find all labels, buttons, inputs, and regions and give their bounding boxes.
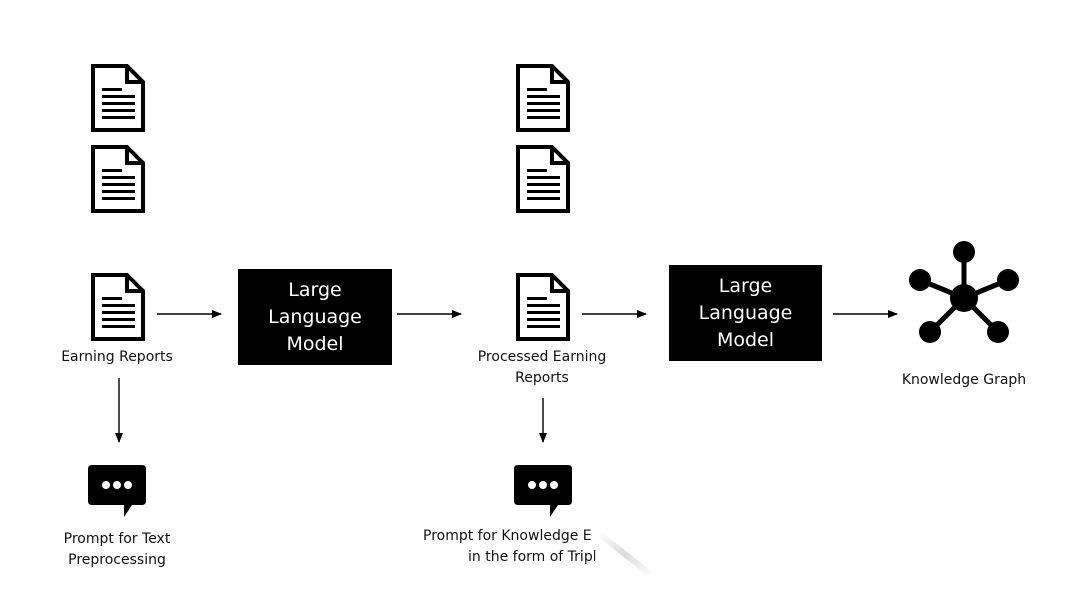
arrow-down-icon [115,378,123,443]
document-icon [516,145,570,213]
llm-label-line1: Large [288,278,342,301]
chat-bubble-icon [514,465,572,517]
large-language-model-box: Large Language Model [669,265,822,361]
processed-reports-line1: Processed Earning [477,349,607,365]
prompt-extraction-label: Prompt for Knowledge E in the form of Tr… [423,526,613,568]
prompt-preprocessing-line2: Preprocessing [68,552,166,568]
prompt-extraction-line2: in the form of Tripl [468,549,597,565]
knowledge-graph-icon [909,241,1019,343]
earning-reports-label: Earning Reports [61,349,173,365]
llm-label-line2: Language [698,301,793,324]
arrow-right-icon [397,310,462,318]
document-icon [516,273,570,341]
prompt-preprocessing-label: Prompt for Text Preprocessing [37,529,197,571]
llm-label-line3: Model [286,332,344,355]
document-icon [91,273,145,341]
large-language-model-box: Large Language Model [238,269,392,365]
arrow-right-icon [582,310,647,318]
llm-label-line2: Language [268,305,362,328]
llm-label-line3: Model [716,328,775,351]
prompt-extraction-line1: Prompt for Knowledge E [423,528,592,544]
llm-label-line1: Large [718,274,773,297]
arrow-down-icon [539,398,547,443]
document-icon [516,64,570,132]
prompt-preprocessing-line1: Prompt for Text [63,531,171,547]
document-icon [91,145,145,213]
arrow-right-icon [157,310,222,318]
processed-earning-reports-label: Processed Earning Reports [462,347,622,389]
processed-reports-line2: Reports [515,370,569,386]
arrow-right-icon [833,310,898,318]
document-icon [91,64,145,132]
knowledge-graph-label: Knowledge Graph [901,372,1027,388]
chat-bubble-icon [88,465,146,517]
